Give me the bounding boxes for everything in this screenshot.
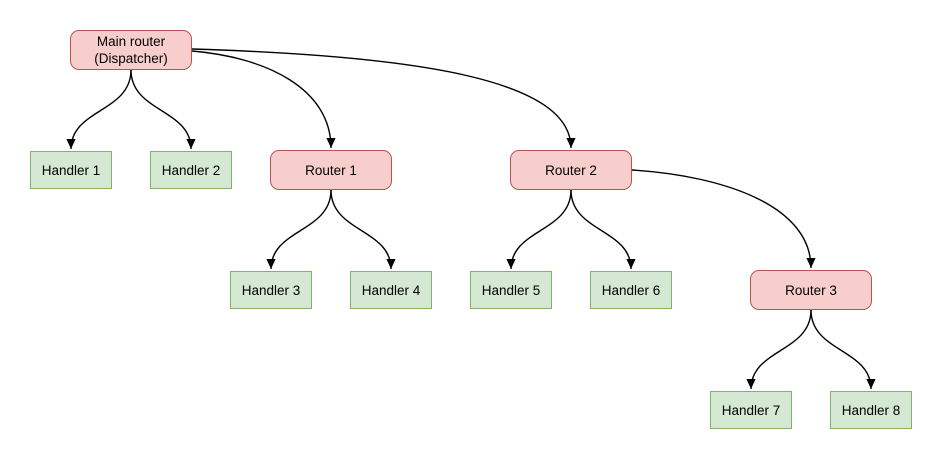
- node-main-router: Main router (Dispatcher): [70, 30, 192, 70]
- edge-router2-to-handler5: [506, 189, 572, 270]
- node-handler-1: Handler 1: [30, 151, 112, 189]
- node-handler-3: Handler 3: [230, 271, 312, 309]
- node-router-3: Router 3: [750, 270, 872, 310]
- node-handler-8: Handler 8: [830, 391, 912, 429]
- edge-main-to-router2: [191, 48, 576, 149]
- node-handler-7: Handler 7: [710, 391, 792, 429]
- edge-router3-to-handler7: [746, 309, 812, 390]
- edge-router1-to-handler3: [266, 189, 332, 270]
- edge-router1-to-handler4: [330, 189, 396, 270]
- node-router-1: Router 1: [270, 150, 392, 190]
- node-handler-4: Handler 4: [350, 271, 432, 309]
- edge-router2-to-handler6: [570, 189, 636, 270]
- edge-router2-to-router3: [631, 169, 816, 269]
- node-handler-5: Handler 5: [470, 271, 552, 309]
- edge-main-to-router1: [191, 50, 336, 149]
- edge-main-to-handler2: [130, 69, 196, 150]
- node-router-2: Router 2: [510, 150, 632, 190]
- edge-main-to-handler1: [66, 69, 132, 150]
- node-handler-2: Handler 2: [150, 151, 232, 189]
- node-handler-6: Handler 6: [590, 271, 672, 309]
- edge-router3-to-handler8: [810, 309, 876, 390]
